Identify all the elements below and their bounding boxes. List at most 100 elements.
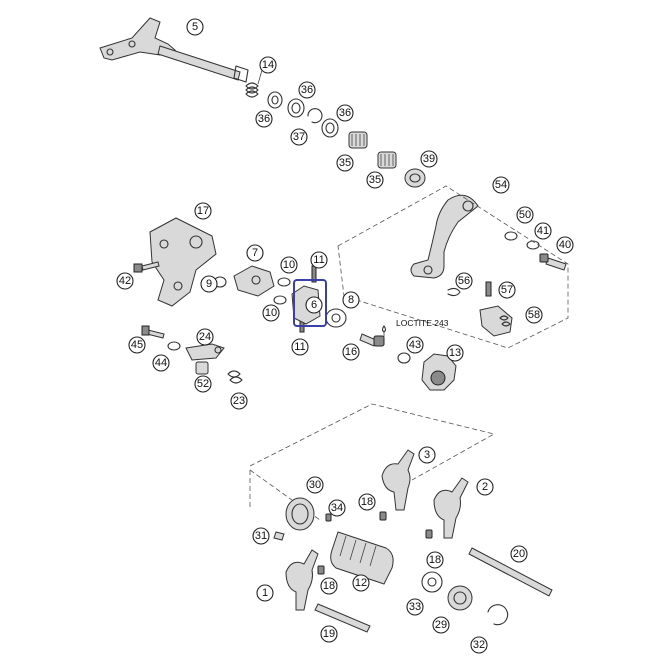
callout-14[interactable]: 14: [259, 56, 277, 74]
callout-6[interactable]: 6: [305, 296, 323, 314]
callout-44[interactable]: 44: [152, 354, 170, 372]
callout-label: 18: [361, 496, 373, 508]
drum-bearing-parts: [421, 571, 509, 626]
shift-pawl: [233, 265, 275, 297]
selection-highlight[interactable]: [293, 279, 327, 327]
callout-1[interactable]: 1: [256, 584, 274, 602]
callout-35[interactable]: 35: [336, 154, 354, 172]
lever-hardware: [504, 231, 567, 271]
callout-label: 58: [528, 309, 540, 321]
callout-label: 16: [345, 346, 357, 358]
callout-label: 57: [501, 284, 513, 296]
callout-label: 12: [355, 577, 367, 589]
callout-12[interactable]: 12: [352, 574, 370, 592]
callout-37[interactable]: 37: [290, 128, 308, 146]
callout-9[interactable]: 9: [200, 275, 218, 293]
callout-label: 30: [309, 479, 321, 491]
callout-label: 34: [331, 502, 343, 514]
callout-label: 13: [449, 347, 461, 359]
spring: [245, 69, 263, 98]
detent-parts: [447, 281, 513, 337]
fork-shafts: [314, 547, 553, 633]
gear-ring: [285, 497, 315, 531]
callout-19[interactable]: 19: [320, 625, 338, 643]
callout-label: 43: [409, 339, 421, 351]
small-pins: [273, 511, 433, 575]
callout-36[interactable]: 36: [255, 110, 273, 128]
shift-fork-2: [433, 477, 469, 539]
callout-50[interactable]: 50: [516, 206, 534, 224]
callout-13[interactable]: 13: [446, 344, 464, 362]
callout-7[interactable]: 7: [246, 244, 264, 262]
callout-18[interactable]: 18: [426, 551, 444, 569]
callout-label: 3: [424, 449, 430, 461]
callout-label: 17: [197, 205, 209, 217]
callout-label: 19: [323, 628, 335, 640]
callout-label: 6: [311, 299, 317, 311]
washers: [267, 91, 339, 138]
callout-label: 8: [348, 294, 354, 306]
washer-43: [397, 352, 411, 364]
loctite-note: LOCTITE 243: [396, 318, 449, 328]
callout-label: 44: [155, 357, 167, 369]
callout-23[interactable]: 23: [230, 392, 248, 410]
callout-36[interactable]: 36: [336, 104, 354, 122]
callout-label: 31: [255, 530, 267, 542]
callout-layer: 5 14 36 36 36 37 35 35 39 54 17 50 41 40…: [116, 18, 574, 654]
callout-33[interactable]: 33: [406, 598, 424, 616]
callout-16[interactable]: 16: [342, 343, 360, 361]
washer-8: [325, 308, 347, 328]
callout-label: 14: [262, 59, 274, 71]
bracket: [149, 217, 217, 307]
shift-drum: [330, 531, 394, 585]
callout-label: 36: [339, 107, 351, 119]
shift-drum-star: [421, 353, 457, 391]
callout-label: 5: [192, 21, 198, 33]
callout-56[interactable]: 56: [455, 272, 473, 290]
callout-label: 50: [519, 209, 531, 221]
callout-label: 37: [293, 131, 305, 143]
callout-54[interactable]: 54: [492, 176, 510, 194]
dashed-boundary-lower: [249, 469, 321, 521]
callout-3[interactable]: 3: [418, 446, 436, 464]
callout-24[interactable]: 24: [196, 328, 214, 346]
callout-20[interactable]: 20: [510, 545, 528, 563]
callout-2[interactable]: 2: [476, 478, 494, 496]
callout-45[interactable]: 45: [128, 336, 146, 354]
callout-43[interactable]: 43: [406, 336, 424, 354]
callout-18[interactable]: 18: [358, 493, 376, 511]
callout-5[interactable]: 5: [186, 18, 204, 36]
callout-57[interactable]: 57: [498, 281, 516, 299]
callout-label: 54: [495, 179, 507, 191]
callout-36[interactable]: 36: [298, 81, 316, 99]
callout-label: 2: [482, 481, 488, 493]
callout-40[interactable]: 40: [556, 236, 574, 254]
callout-30[interactable]: 30: [306, 476, 324, 494]
callout-11[interactable]: 11: [310, 251, 328, 269]
callout-label: 32: [473, 639, 485, 651]
callout-18[interactable]: 18: [320, 577, 338, 595]
callout-10[interactable]: 10: [280, 256, 298, 274]
callout-34[interactable]: 34: [328, 499, 346, 517]
callout-32[interactable]: 32: [470, 636, 488, 654]
callout-39[interactable]: 39: [420, 150, 438, 168]
callout-label: 41: [537, 225, 549, 237]
callout-11[interactable]: 11: [291, 338, 309, 356]
left-lever-parts: [141, 325, 243, 384]
bolt-16: [359, 325, 387, 347]
callout-label: 24: [199, 331, 211, 343]
shift-fork-1: [285, 549, 319, 611]
callout-31[interactable]: 31: [252, 527, 270, 545]
callout-58[interactable]: 58: [525, 306, 543, 324]
callout-8[interactable]: 8: [342, 291, 360, 309]
shift-fork-3: [381, 449, 415, 511]
callout-10[interactable]: 10: [262, 304, 280, 322]
callout-35[interactable]: 35: [366, 171, 384, 189]
callout-41[interactable]: 41: [534, 222, 552, 240]
callout-label: 18: [323, 580, 335, 592]
shift-shaft: [99, 17, 249, 83]
callout-29[interactable]: 29: [432, 616, 450, 634]
callout-52[interactable]: 52: [194, 375, 212, 393]
callout-42[interactable]: 42: [116, 272, 134, 290]
callout-17[interactable]: 17: [194, 202, 212, 220]
